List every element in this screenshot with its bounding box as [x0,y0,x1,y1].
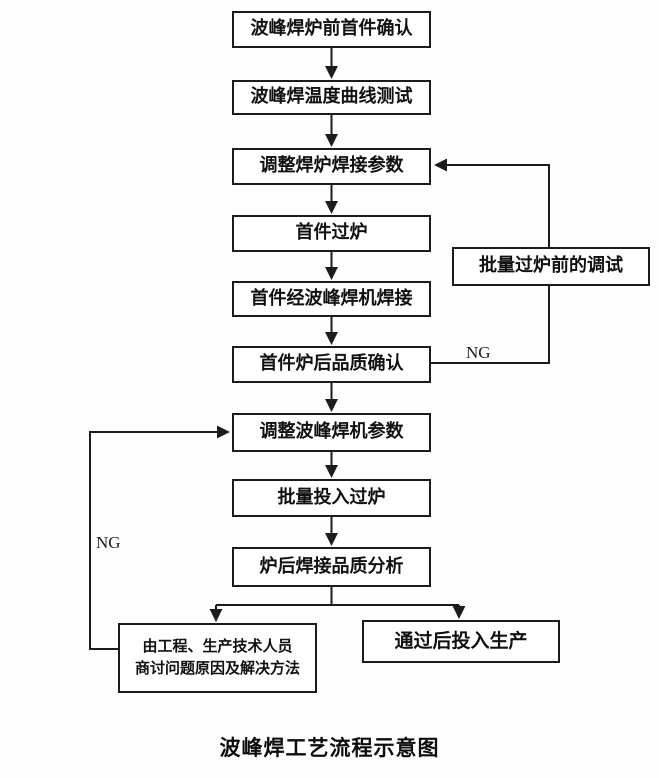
node-batch-into-oven: 批量投入过炉 [232,479,431,517]
right-ng-label: NG [466,343,491,362]
node-post-oven-quality-check: 首件炉后品质确认 [232,346,431,383]
node-adjust-wave-machine-params: 调整波峰焊机参数 [232,413,431,452]
node-put-into-production: 通过后投入生产 [362,620,560,663]
node-pre-oven-first-article-check: 波峰焊炉前首件确认 [232,11,431,48]
node-first-article-wave-soldering: 首件经波峰焊机焊接 [232,281,431,317]
node-discuss-solutions: 由工程、生产技术人员 商讨问题原因及解决方法 [118,623,317,693]
diagram-title: 波峰焊工艺流程示意图 [219,736,440,760]
node-temp-curve-test: 波峰焊温度曲线测试 [232,80,431,115]
node-adjust-oven-params: 调整焊炉焊接参数 [232,148,431,185]
left-ng-label: NG [96,533,121,552]
node-post-oven-quality-analysis: 炉后焊接品质分析 [232,547,431,587]
node-pre-batch-debug: 批量过炉前的调试 [452,247,650,286]
node-first-article-through-oven: 首件过炉 [232,215,431,252]
